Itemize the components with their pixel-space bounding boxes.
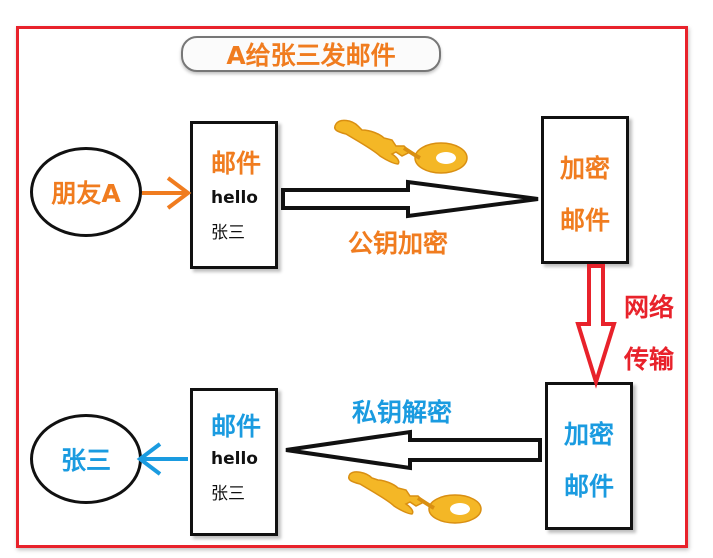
- private-key-label: 私钥解密: [352, 398, 453, 427]
- encrypted-top-line1: 加密: [560, 154, 611, 183]
- encrypted-box-top: 加密 邮件: [541, 116, 629, 264]
- diagram-title: A给张三发邮件: [181, 36, 441, 72]
- blue-arrow: [136, 442, 188, 476]
- encrypted-bottom-line2: 邮件: [564, 472, 615, 501]
- hollow-arrow-bottom: [285, 429, 542, 471]
- mail-top-line1: hello: [211, 188, 258, 208]
- network-label-line2: 传输: [624, 345, 675, 374]
- mail-top-heading: 邮件: [211, 149, 262, 178]
- sender-label: 朋友A: [51, 179, 121, 208]
- public-key-label: 公钥加密: [348, 229, 449, 258]
- encrypted-top-line2: 邮件: [560, 206, 611, 235]
- hollow-arrow-top: [281, 179, 539, 219]
- mail-bottom-line1: hello: [211, 449, 258, 469]
- key-icon: [334, 119, 468, 174]
- receiver-node: 张三: [30, 414, 142, 504]
- network-label-line1: 网络: [624, 293, 675, 322]
- orange-arrow: [142, 176, 192, 210]
- mail-top-line2: 张三: [211, 223, 245, 243]
- sender-node: 朋友A: [30, 147, 142, 237]
- hollow-arrow-down: [575, 264, 617, 389]
- mail-bottom-line2: 张三: [211, 484, 245, 504]
- receiver-label: 张三: [60, 446, 111, 475]
- key-icon: [348, 471, 482, 524]
- mail-box-bottom: 邮件 hello 张三: [190, 388, 278, 536]
- mail-bottom-heading: 邮件: [211, 412, 262, 441]
- mail-box-top: 邮件 hello 张三: [190, 121, 278, 269]
- encrypted-box-bottom: 加密 邮件: [545, 382, 633, 530]
- encrypted-bottom-line1: 加密: [564, 420, 615, 449]
